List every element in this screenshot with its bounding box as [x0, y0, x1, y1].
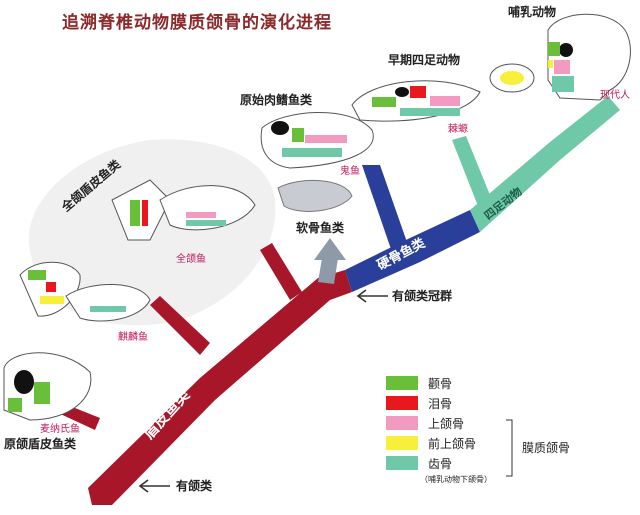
legend-label-dentary: 齿骨: [428, 457, 452, 471]
legend-label-jugal: 颧骨: [428, 377, 452, 391]
early-tetrapod-branch: [452, 136, 492, 206]
legend-bracket-label: 膜质颌骨: [522, 440, 570, 455]
cartilaginous-arrow: [314, 238, 346, 260]
legend-swatch-premaxilla: [386, 436, 418, 450]
legend-bracket: [506, 419, 513, 477]
macropetalichthys-skull-icon: [3, 352, 92, 421]
quanyu-skull-icon: [111, 179, 256, 241]
species-qilinyu: 麒麟鱼: [118, 330, 148, 343]
branch-left-3: [260, 243, 302, 300]
osteichthyes-trunk: [345, 210, 480, 292]
species-quanyu: 全颌鱼: [176, 252, 206, 265]
placoderm-trunk: [88, 270, 352, 505]
crown-gnathostomes-arrow-icon: [356, 289, 388, 303]
qilinyu-skull-icon: [19, 261, 151, 322]
lobefin-branch: [362, 165, 408, 252]
legend: 颧骨 泪骨 上颌骨 前上颌骨 齿骨 （哺乳动物下颌骨） 膜质颌骨: [386, 376, 570, 484]
guiyu-skull-icon: [260, 112, 374, 169]
legend-swatch-jugal: [386, 376, 418, 390]
annotation-gnathostomes: 有颌类: [176, 478, 213, 493]
cartilaginous-skull-icon: [277, 179, 353, 212]
group-label-cartilaginous-fish: 软骨鱼类: [296, 220, 345, 235]
human-skull-icon: [547, 13, 631, 101]
group-label-primitive-lobe-fins: 原始肉鳍鱼类: [240, 92, 313, 107]
group-label-mammals: 哺乳动物: [508, 4, 556, 19]
cartilaginous-branch: [318, 258, 338, 284]
legend-swatch-lacrimal: [386, 396, 418, 410]
species-macropetalichthys: 麦纳氏鱼: [40, 422, 80, 435]
gnathostomes-arrow-icon: [138, 479, 170, 493]
legend-swatch-maxilla: [386, 416, 418, 430]
species-modern-human: 现代人: [600, 89, 630, 101]
legend-label-lacrimal: 泪骨: [428, 397, 452, 411]
group-label-proto-jaw-placoderms: 原颌盾皮鱼类: [4, 436, 77, 451]
branch-left-2: [150, 296, 210, 355]
legend-note-mammal-mandible: （哺乳动物下颌骨）: [420, 474, 492, 484]
legend-swatch-dentary: [386, 456, 418, 470]
tetrapod-trunk: [470, 96, 620, 232]
group-label-early-tetrapods: 早期四足动物: [388, 52, 460, 67]
species-acanthostega: 棘螈: [448, 123, 468, 135]
diagram-title: 追溯脊椎动物膜质颌骨的演化进程: [62, 12, 332, 33]
species-guiyu: 鬼鱼: [340, 164, 360, 177]
legend-label-premaxilla: 前上颌骨: [428, 436, 476, 451]
mammal-palate-icon: [489, 63, 535, 93]
acanthostega-skull-icon: [351, 80, 481, 122]
annotation-crown-gnathostomes: 有颌类冠群: [392, 288, 452, 303]
legend-label-maxilla: 上颌骨: [428, 416, 464, 431]
